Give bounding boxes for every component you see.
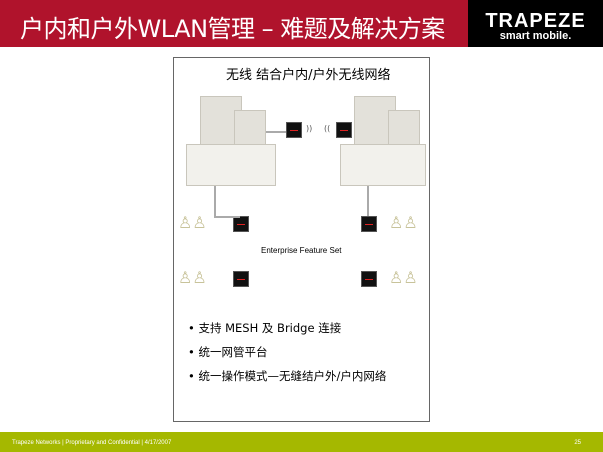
access-point-icon (233, 216, 249, 232)
trapeze-logo: TRAPEZE smart mobile. (468, 0, 603, 47)
bullet-item: 支持 MESH 及 Bridge 连接 (188, 316, 386, 340)
logo-tagline: smart mobile. (499, 30, 572, 42)
logo-brand: TRAPEZE (485, 10, 586, 32)
page-number: 25 (574, 440, 581, 446)
wireless-signal-icon: )) (306, 124, 313, 133)
footer-bar: Trapeze Networks | Proprietary and Confi… (0, 432, 603, 452)
network-area (186, 144, 276, 186)
enterprise-feature-label: Enterprise Feature Set (261, 246, 342, 255)
access-point-icon (361, 271, 377, 287)
header-bar: 户内和户外WLAN管理 – 难题及解决方案 TRAPEZE smart mobi… (0, 0, 603, 47)
users-icon: ♙♙ (389, 213, 418, 232)
diagram-frame: 无线 结合户内/户外无线网络 )) ♙♙ ♙♙ (( ♙♙ ♙♙ Enterpr… (173, 57, 430, 422)
wireless-signal-icon: (( (324, 124, 331, 133)
diagram-title: 无线 结合户内/户外无线网络 (226, 68, 391, 83)
access-point-icon (286, 122, 302, 138)
access-point-icon (361, 216, 377, 232)
bullet-list: 支持 MESH 及 Bridge 连接 统一网管平台 统一操作模式—无缝结户外/… (188, 316, 386, 388)
users-icon: ♙♙ (178, 268, 207, 287)
slide-title: 户内和户外WLAN管理 – 难题及解决方案 (20, 15, 445, 43)
access-point-icon (336, 122, 352, 138)
users-icon: ♙♙ (389, 268, 418, 287)
bullet-item: 统一网管平台 (188, 340, 386, 364)
users-icon: ♙♙ (178, 213, 207, 232)
access-point-icon (233, 271, 249, 287)
bullet-item: 统一操作模式—无缝结户外/户内网络 (188, 364, 386, 388)
footer-text: Trapeze Networks | Proprietary and Confi… (12, 440, 172, 446)
network-area (340, 144, 426, 186)
